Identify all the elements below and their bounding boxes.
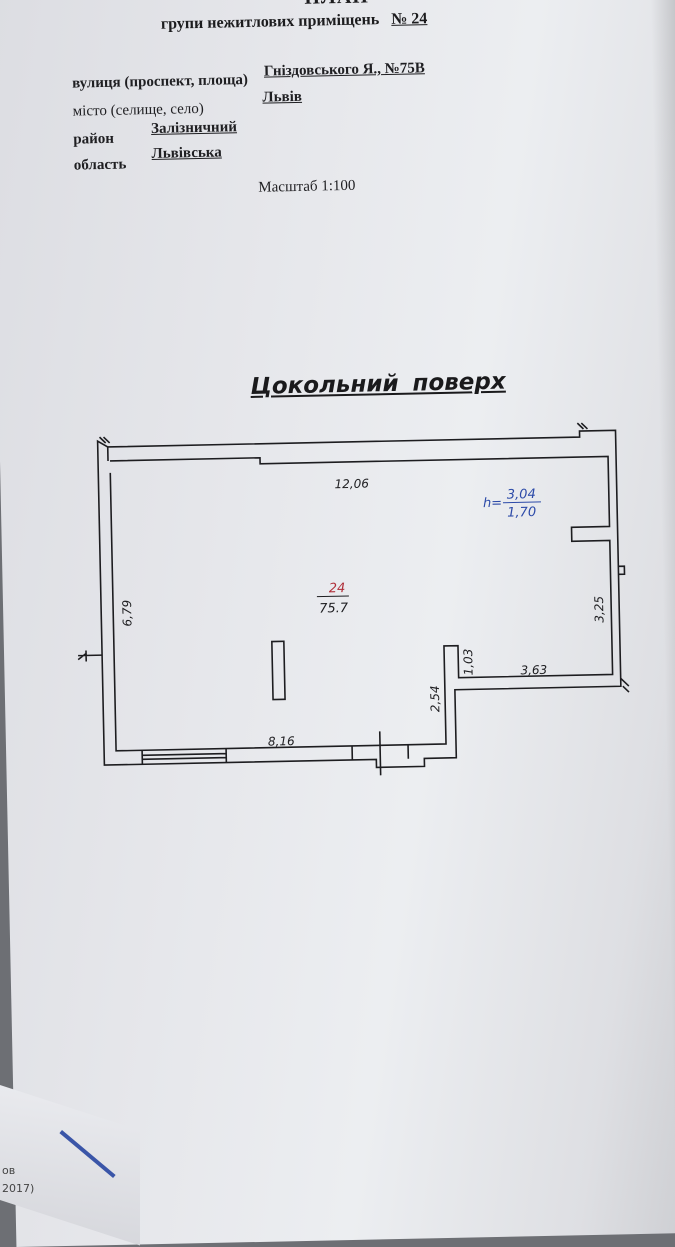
stray-line-1: ов: [2, 1162, 34, 1180]
stray-paper-text: ов 2017): [2, 1162, 34, 1198]
room-number: 24: [329, 581, 346, 596]
dim-step-h: 3,63: [520, 663, 547, 678]
floor-plan: 12,06 6,79 8,16 3,25 1,03 3,63 2,54 24 7…: [0, 0, 675, 827]
dim-step-v: 1,03: [461, 649, 476, 676]
dim-top: 12,06: [334, 476, 369, 491]
left-break: [78, 650, 102, 662]
top-right-break: [577, 423, 587, 429]
dim-bottom: 8,16: [268, 734, 295, 749]
bottom-window: [142, 749, 226, 765]
height-bottom: 1,70: [507, 505, 536, 521]
height-prefix: h=: [483, 496, 502, 511]
top-left-break: [100, 437, 110, 443]
column: [272, 641, 285, 699]
room-area: 75.7: [319, 601, 349, 617]
bottom-door: [352, 731, 409, 776]
dim-notch: 2,54: [428, 685, 443, 712]
height-top: 3,04: [507, 487, 536, 503]
right-break: [621, 678, 629, 692]
dim-left: 6,79: [120, 600, 135, 627]
dim-right: 3,25: [592, 596, 607, 623]
room-fraction-line: [317, 596, 349, 597]
inner-wall: [110, 450, 614, 750]
stray-line-2: 2017): [2, 1180, 34, 1198]
